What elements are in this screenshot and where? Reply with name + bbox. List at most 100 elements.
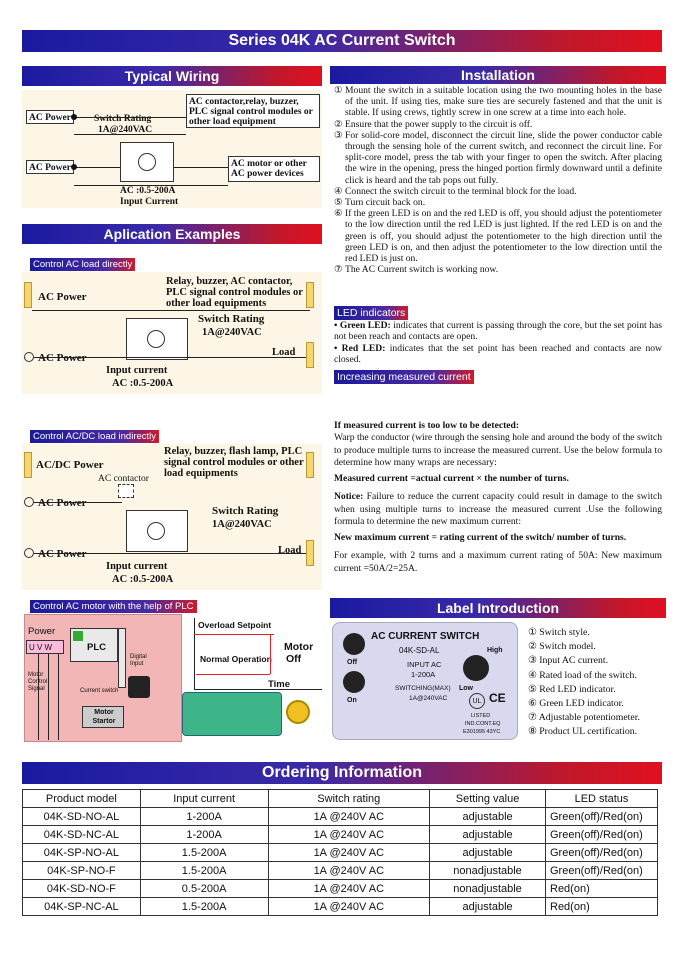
switch-rating-value: 1A@240VAC: [98, 125, 153, 135]
device-title: AC CURRENT SWITCH: [371, 631, 480, 642]
table-cell: Green(off)/Red(on): [545, 807, 658, 826]
ex3-plc-box: PLC: [70, 628, 118, 662]
ex3-tag: Control AC motor with the help of PLC: [30, 600, 197, 613]
ex2-rating-label: Switch Rating: [212, 505, 279, 517]
ex1-ac-power: AC Power: [38, 291, 87, 303]
label-items-list: ① Switch style.② Switch model.③ Input AC…: [528, 626, 668, 740]
led-green-text: • Green LED: indicates that current is p…: [334, 320, 662, 343]
table-cell: 1A @240V AC: [267, 843, 431, 862]
input-current-label: Input Current: [120, 197, 179, 207]
table-cell: adjustable: [429, 843, 546, 862]
ac-power-box-2: AC Power: [26, 160, 74, 174]
device-rating: 1A@240VAC: [409, 695, 448, 702]
ex3-time: Time: [268, 679, 291, 690]
table-cell: Red(on): [545, 897, 658, 916]
label-item: ⑧ Product UL certification.: [528, 726, 638, 738]
ex1-ac-power-2: AC Power: [38, 352, 87, 364]
ex3-digital-input: Digital Input: [130, 654, 147, 667]
ex3-power: Power: [28, 626, 56, 637]
ex2-load-desc: Relay, buzzer, flash lamp, PLC signal co…: [164, 446, 304, 479]
ordering-heading: Ordering Information: [22, 762, 662, 784]
ex2-tag: Control AC/DC load indirectly: [30, 430, 160, 443]
table-cell: 04K-SD-NC-AL: [22, 825, 141, 844]
ul-icon: UL: [469, 693, 485, 709]
ex3-bitcard: [118, 628, 126, 688]
ac-power-box-1: AC Power: [26, 110, 74, 124]
device-code: E301995 43YC: [463, 729, 501, 735]
table-header: Product model: [22, 789, 141, 808]
device-range: 1-200A: [411, 670, 436, 679]
table-cell: nonadjustable: [429, 861, 546, 880]
ex2-switch-icon: [126, 510, 188, 552]
wiring-heading: Typical Wiring: [22, 66, 322, 86]
current-switch-icon: [120, 142, 174, 182]
ex3-motor-startor: Motor Startor: [82, 706, 124, 728]
increasing-tag: Increasing measured current: [334, 370, 474, 384]
ex3-motor-label: Motor: [284, 641, 314, 653]
installation-heading: Installation: [330, 66, 666, 84]
ex2-dc-power: AC/DC Power: [36, 459, 104, 471]
table-cell: 1.5-200A: [139, 843, 269, 862]
ex2-ac-power-2: AC Power: [38, 548, 87, 560]
notice: Notice: Failure to reduce the current ca…: [334, 491, 662, 527]
label-item: ③ Input AC current.: [528, 655, 609, 667]
motor-box: AC motor or other AC power devices: [228, 156, 320, 182]
ex1-range: AC :0.5-200A: [112, 378, 174, 389]
ex1-load: Load: [272, 347, 296, 358]
device-ind: IND.CONT.EQ: [465, 721, 501, 727]
ex3-graph: [194, 618, 322, 690]
table-cell: Green(off)/Red(on): [545, 861, 658, 880]
ex3-motor-signal: Motor Control Signal: [28, 672, 47, 692]
table-header: Setting value: [429, 789, 546, 808]
ex1-switch-icon: [126, 318, 188, 360]
switch-rating-label: Switch Rating: [94, 114, 152, 124]
page-title: Series 04K AC Current Switch: [22, 30, 662, 52]
ex2-input-current: Input current: [106, 561, 168, 572]
device-model: 04K-SD-AL: [399, 646, 440, 655]
table-cell: 04K-SD-NO-F: [22, 879, 141, 898]
table-cell: Green(off)/Red(on): [545, 825, 658, 844]
ex3-overload: Overload Setpoint: [198, 620, 272, 630]
table-cell: 1A @240V AC: [267, 861, 431, 880]
label-item: ⑤ Red LED indicator.: [528, 683, 616, 695]
ex1-rating-value: 1A@240VAC: [202, 327, 262, 338]
device-on: On: [347, 697, 357, 704]
ex3-current-switch: Current switch: [80, 688, 119, 694]
increasing-p1: Warp the conductor (wire through the sen…: [334, 432, 662, 468]
ex2-contactor-icon: [118, 484, 134, 498]
wiring-panel: AC Power Switch Rating 1A@240VAC AC cont…: [22, 90, 322, 208]
table-cell: Green(off)/Red(on): [545, 843, 658, 862]
device-high: High: [487, 647, 503, 654]
table-cell: 04K-SP-NC-AL: [22, 897, 141, 916]
ce-icon: CE: [489, 691, 506, 705]
ex2-panel: AC/DC Power Relay, buzzer, flash lamp, P…: [22, 444, 322, 590]
ex3-motor-icon: [182, 692, 282, 736]
ex3-panel: Power U V W PLC Digital Input Motor Cont…: [24, 614, 324, 742]
table-cell: 1A @240V AC: [267, 807, 431, 826]
ex1-panel: AC Power Relay, buzzer, AC contactor, PL…: [22, 272, 322, 394]
ex2-load: Load: [278, 545, 302, 556]
table-cell: 1-200A: [139, 807, 269, 826]
device-label: Off On AC CURRENT SWITCH 04K-SD-AL INPUT…: [332, 622, 518, 740]
label-item: ④ Rated load of the switch.: [528, 669, 637, 681]
ex3-uvw-box: U V W: [26, 640, 64, 654]
label-item: ⑥ Green LED indicator.: [528, 698, 624, 710]
led-red-text: • Red LED: indicates that the set point …: [334, 343, 662, 366]
table-header: Input current: [139, 789, 269, 808]
ex1-tag: Control AC load directly: [30, 258, 136, 271]
table-cell: 1A @240V AC: [267, 825, 431, 844]
ex3-fan-icon: [286, 700, 310, 724]
table-cell: 04K-SP-NO-AL: [22, 843, 141, 862]
increasing-q: If measured current is too low to be det…: [334, 420, 520, 431]
